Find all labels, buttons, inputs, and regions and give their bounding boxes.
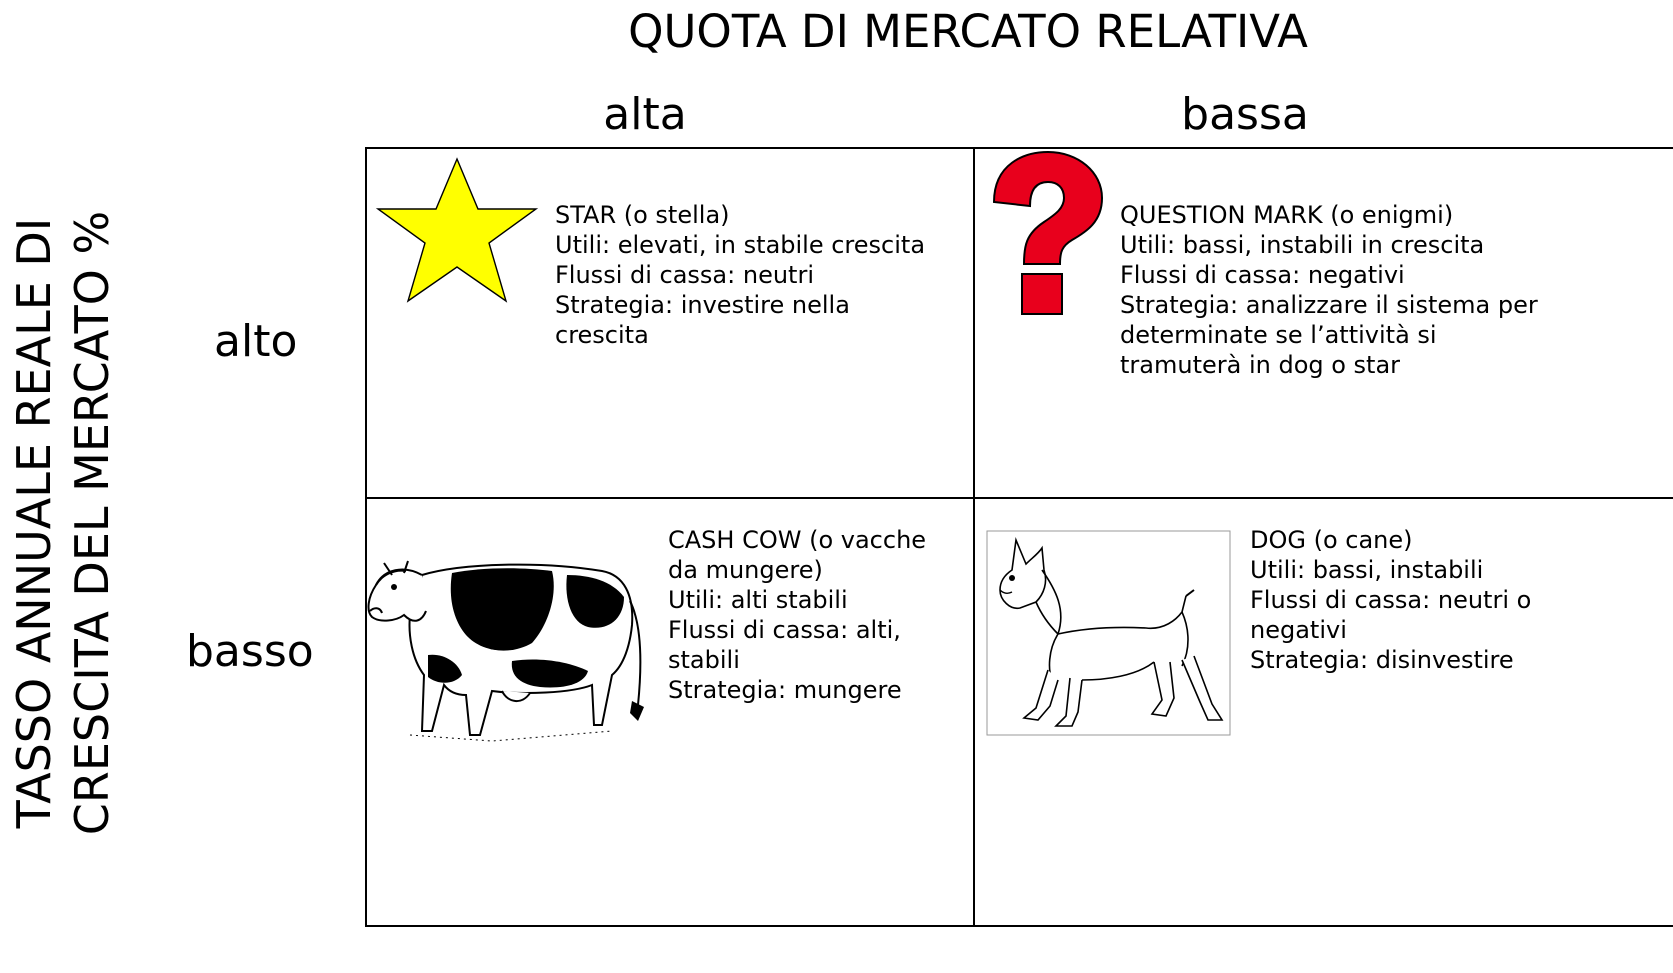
question-mark-strategy-continued-1: determinate se l’attività si <box>1120 321 1437 349</box>
x-axis-title: QUOTA DI MERCATO RELATIVA <box>628 5 1308 58</box>
cash-cow-title-continued: da mungere) <box>668 556 823 584</box>
cash-cow-description: CASH COW (o vacche da mungere) Utili: al… <box>668 525 926 705</box>
vertical-divider <box>973 147 975 927</box>
cash-cow-title: CASH COW (o vacche <box>668 526 927 554</box>
star-title: STAR (o stella) <box>555 201 730 229</box>
y-axis-title: TASSO ANNUALE REALE DI CRESCITA DEL MERC… <box>5 73 135 973</box>
column-header-low: bassa <box>1181 89 1309 140</box>
row-header-low: basso <box>186 626 314 677</box>
dog-profits: Utili: bassi, instabili <box>1250 556 1484 584</box>
question-mark-icon <box>986 150 1106 320</box>
question-mark-strategy-continued-2: tramuterà in dog o star <box>1120 351 1401 379</box>
y-axis-title-line-1: TASSO ANNUALE REALE DI <box>7 217 61 829</box>
row-header-high: alto <box>214 316 298 367</box>
column-header-high: alta <box>603 89 687 140</box>
star-strategy-continued: crescita <box>555 321 649 349</box>
question-mark-strategy: Strategia: analizzare il sistema per <box>1120 291 1538 319</box>
star-icon <box>375 157 539 303</box>
dog-title: DOG (o cane) <box>1250 526 1413 554</box>
y-axis-title-line-2: CRESCITA DEL MERCATO % <box>65 210 119 836</box>
star-description: STAR (o stella) Utili: elevati, in stabi… <box>555 200 925 350</box>
dog-cash-flow-continued: negativi <box>1250 616 1347 644</box>
dog-cash-flow: Flussi di cassa: neutri o <box>1250 586 1532 614</box>
cash-cow-profits: Utili: alti stabili <box>668 586 848 614</box>
question-mark-title: QUESTION MARK (o enigmi) <box>1120 201 1454 229</box>
cow-icon <box>362 535 652 750</box>
question-mark-description: QUESTION MARK (o enigmi) Utili: bassi, i… <box>1120 200 1538 380</box>
cash-cow-strategy: Strategia: mungere <box>668 676 902 704</box>
question-mark-profits: Utili: bassi, instabili in crescita <box>1120 231 1485 259</box>
star-strategy: Strategia: investire nella <box>555 291 850 319</box>
star-profits: Utili: elevati, in stabile crescita <box>555 231 926 259</box>
dog-icon <box>986 530 1231 736</box>
dog-strategy: Strategia: disinvestire <box>1250 646 1514 674</box>
question-mark-cash-flow: Flussi di cassa: negativi <box>1120 261 1405 289</box>
dog-description: DOG (o cane) Utili: bassi, instabili Flu… <box>1250 525 1531 675</box>
cash-cow-cash-flow: Flussi di cassa: alti, <box>668 616 901 644</box>
cash-cow-cash-flow-continued: stabili <box>668 646 740 674</box>
star-cash-flow: Flussi di cassa: neutri <box>555 261 814 289</box>
horizontal-divider <box>365 497 1673 499</box>
